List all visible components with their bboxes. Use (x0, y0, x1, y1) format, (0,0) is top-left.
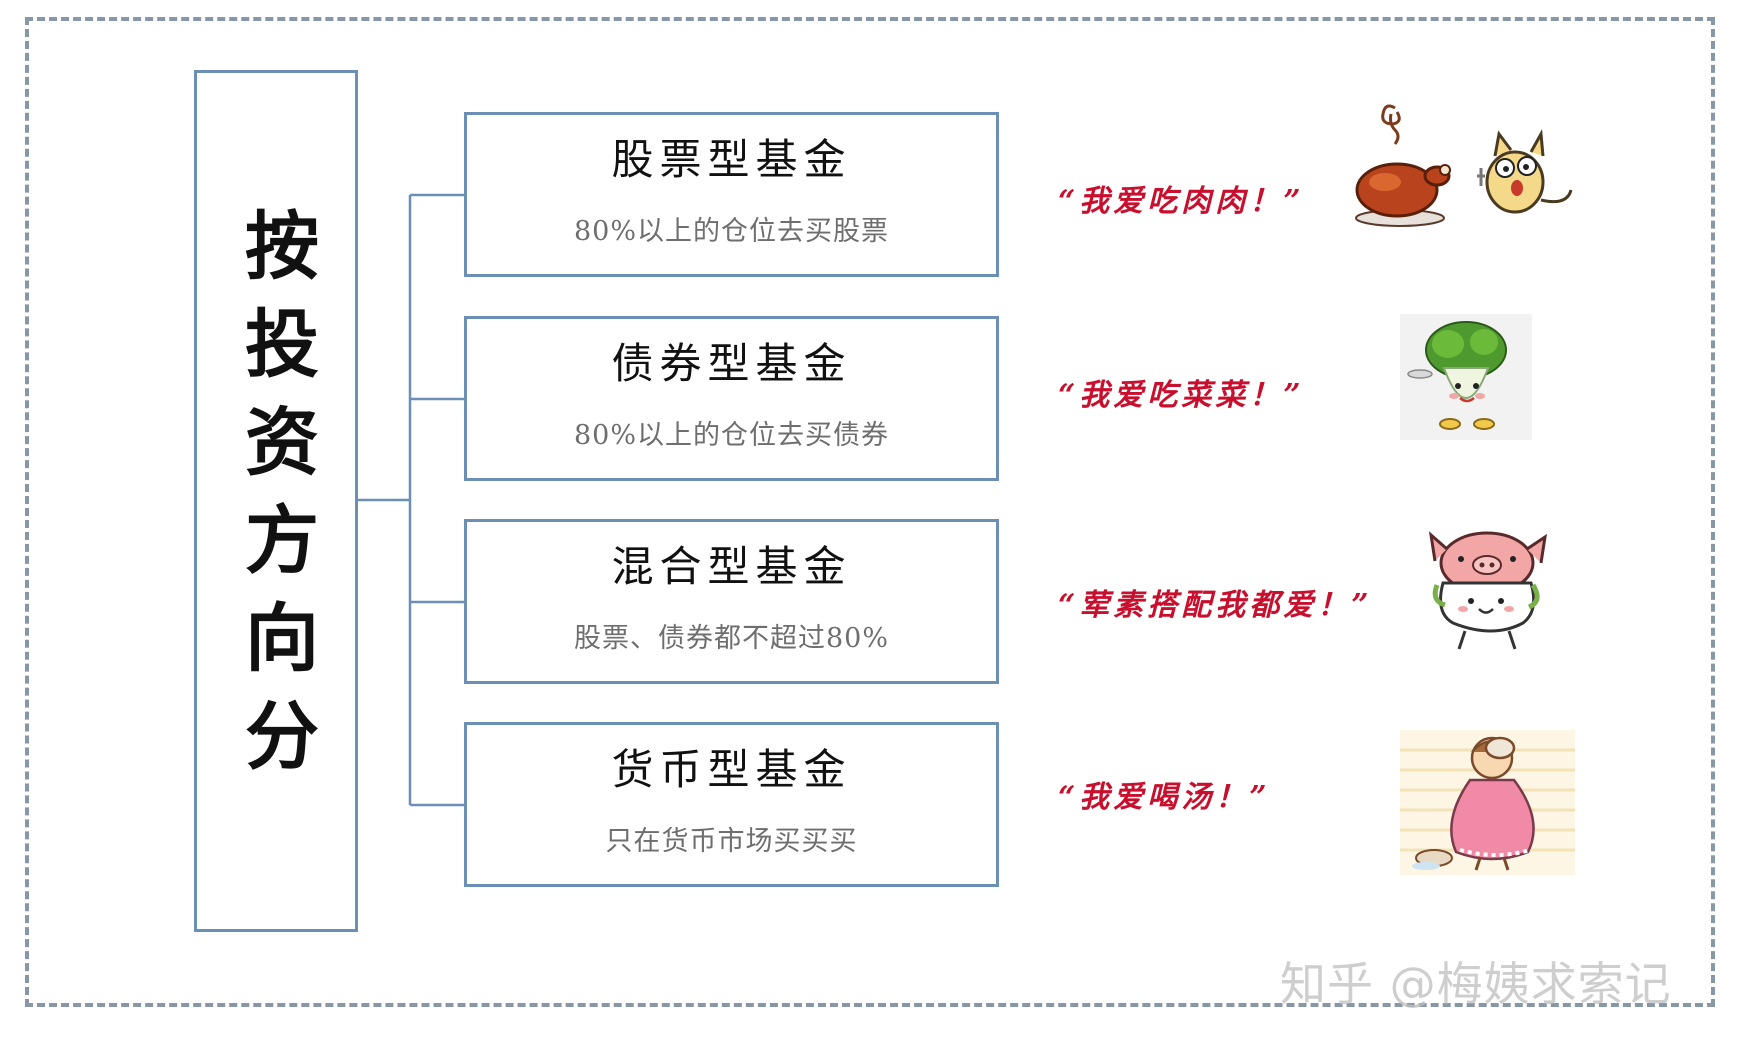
quote-money: “我爱喝汤！” (1058, 780, 1271, 815)
category-node-bond: 债券型基金 80%以上的仓位去买债券 (464, 316, 999, 481)
category-desc: 80%以上的仓位去买股票 (573, 216, 889, 247)
roast-chicken-and-cat-icon (1355, 104, 1573, 227)
category-desc: 只在货币市场买买买 (605, 826, 858, 857)
category-node-stock: 股票型基金 80%以上的仓位去买股票 (464, 112, 999, 277)
cabbage-character-icon (1400, 314, 1532, 440)
category-title: 货币型基金 (611, 745, 852, 794)
dashed-frame (25, 17, 1715, 1007)
category-node-money: 货币型基金 只在货币市场买买买 (464, 722, 999, 887)
watermark: 知乎 @梅姨求索记 (1280, 957, 1672, 1011)
girl-drinking-soup-icon (1400, 730, 1575, 875)
pig-cabbage-character-icon (1428, 531, 1548, 650)
quote-stock: “我爱吃肉肉！” (1058, 184, 1305, 219)
category-node-mixed: 混合型基金 股票、债券都不超过80% (464, 519, 999, 684)
category-title: 债券型基金 (611, 339, 852, 388)
quote-bond: “我爱吃菜菜！” (1058, 378, 1305, 413)
category-desc: 80%以上的仓位去买债券 (573, 420, 889, 451)
category-title: 股票型基金 (611, 135, 852, 184)
quote-mixed: “荤素搭配我都爱！” (1058, 588, 1373, 623)
root-node: 按投资方向分 (194, 70, 358, 932)
category-desc: 股票、债券都不超过80% (573, 623, 889, 654)
category-title: 混合型基金 (611, 542, 852, 591)
root-label: 按投资方向分 (232, 207, 319, 795)
